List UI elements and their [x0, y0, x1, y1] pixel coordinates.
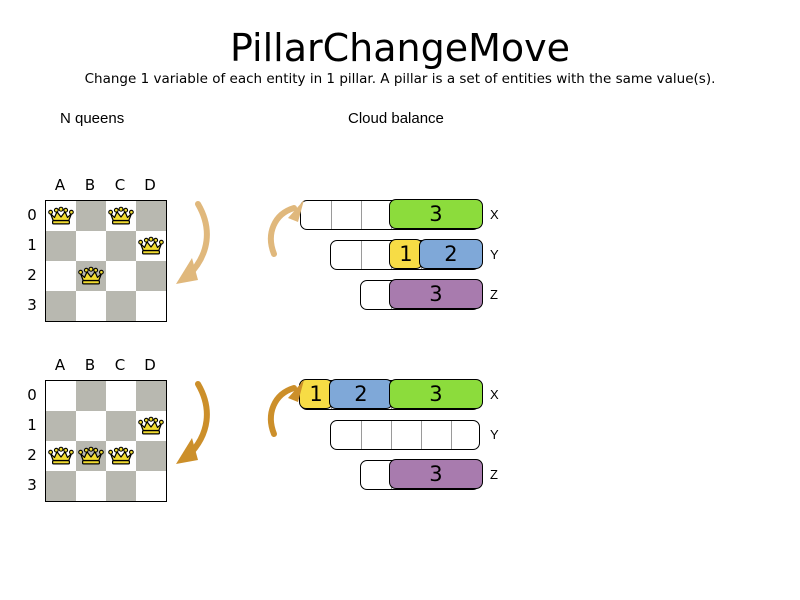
cloud-process-1[interactable]: 1	[389, 239, 423, 270]
board-cell-c0[interactable]	[106, 201, 137, 232]
board-column-header-a: A	[54, 356, 66, 374]
board-column-header-a: A	[54, 176, 66, 194]
board-cell-c2[interactable]	[106, 261, 137, 292]
board-cell-b2[interactable]	[76, 441, 107, 472]
board-row-header-1: 1	[27, 416, 37, 434]
transition-arrow-board-after	[168, 376, 218, 471]
page-title: PillarChangeMove	[229, 26, 571, 70]
cloud-bar-y[interactable]	[330, 420, 480, 450]
section-label-cloud: Cloud balance	[348, 110, 444, 127]
section-label-nqueens: N queens	[60, 110, 125, 127]
cloud-computer-label-z: Z	[490, 467, 498, 482]
board-cell-b0[interactable]	[76, 201, 107, 232]
board-cell-d2[interactable]	[136, 261, 166, 292]
board-cell-d3[interactable]	[136, 471, 166, 501]
board-cell-a0[interactable]	[46, 381, 77, 412]
board-cell-d1[interactable]	[136, 411, 166, 442]
board-row-header-0: 0	[27, 386, 37, 404]
board-cell-b3[interactable]	[76, 291, 107, 321]
bar-cell-divider	[391, 421, 392, 449]
transition-arrow-board-before	[168, 196, 218, 291]
board-cell-d0[interactable]	[136, 381, 166, 412]
board-row-header-3: 3	[27, 296, 37, 314]
board-column-header-d: D	[144, 356, 156, 374]
board-cell-b1[interactable]	[76, 231, 107, 262]
board-row-header-1: 1	[27, 236, 37, 254]
cloud-process-1[interactable]: 1	[299, 379, 333, 410]
cloud-bar-z[interactable]: 3	[360, 279, 483, 310]
board-cell-d3[interactable]	[136, 291, 166, 321]
cloud-computer-label-y: Y	[490, 427, 499, 442]
transition-arrow-cloud-after	[264, 376, 312, 442]
board-cell-b3[interactable]	[76, 471, 107, 501]
board-grid	[45, 380, 167, 502]
transition-arrow-cloud-before	[264, 196, 312, 262]
cloud-bar-z[interactable]: 3	[360, 459, 483, 490]
board-cell-a2[interactable]	[46, 441, 77, 472]
board-cell-c3[interactable]	[106, 471, 137, 501]
board-grid	[45, 200, 167, 322]
board-cell-a0[interactable]	[46, 201, 77, 232]
board-cell-c0[interactable]	[106, 381, 137, 412]
board-cell-b2[interactable]	[76, 261, 107, 292]
bar-cell-divider	[331, 201, 332, 229]
board-cell-d0[interactable]	[136, 201, 166, 232]
board-cell-a3[interactable]	[46, 291, 77, 321]
cloud-computer-label-x: X	[490, 207, 499, 222]
board-row-header-0: 0	[27, 206, 37, 224]
board-column-header-b: B	[84, 176, 96, 194]
cloud-process-2[interactable]: 2	[419, 239, 483, 270]
board-cell-c3[interactable]	[106, 291, 137, 321]
board-cell-a2[interactable]	[46, 261, 77, 292]
board-cell-c2[interactable]	[106, 441, 137, 472]
cloud-process-3[interactable]: 3	[389, 199, 483, 230]
board-row-header-3: 3	[27, 476, 37, 494]
board-cell-a1[interactable]	[46, 231, 77, 262]
board-cell-a1[interactable]	[46, 411, 77, 442]
bar-cell-divider	[451, 421, 452, 449]
bar-cell-divider	[361, 201, 362, 229]
page-subtitle: Change 1 variable of each entity in 1 pi…	[84, 71, 716, 87]
board-cell-c1[interactable]	[106, 411, 137, 442]
cloud-process-2[interactable]: 2	[329, 379, 393, 410]
cloud-bar-x[interactable]: 3	[300, 199, 483, 230]
board-cell-a3[interactable]	[46, 471, 77, 501]
bar-cell-divider	[361, 421, 362, 449]
cloud-process-3[interactable]: 3	[389, 459, 483, 490]
cloud-computer-label-z: Z	[490, 287, 498, 302]
bar-cell-divider	[361, 241, 362, 269]
board-column-header-b: B	[84, 356, 96, 374]
board-row-header-2: 2	[27, 266, 37, 284]
bar-cell-divider	[421, 421, 422, 449]
cloud-process-3[interactable]: 3	[389, 379, 483, 410]
board-cell-d2[interactable]	[136, 441, 166, 472]
cloud-process-3[interactable]: 3	[389, 279, 483, 310]
board-cell-c1[interactable]	[106, 231, 137, 262]
board-cell-b1[interactable]	[76, 411, 107, 442]
board-column-header-d: D	[144, 176, 156, 194]
board-row-header-2: 2	[27, 446, 37, 464]
cloud-computer-label-x: X	[490, 387, 499, 402]
board-cell-d1[interactable]	[136, 231, 166, 262]
board-column-header-c: C	[114, 176, 126, 194]
cloud-computer-label-y: Y	[490, 247, 499, 262]
board-cell-b0[interactable]	[76, 381, 107, 412]
board-column-header-c: C	[114, 356, 126, 374]
